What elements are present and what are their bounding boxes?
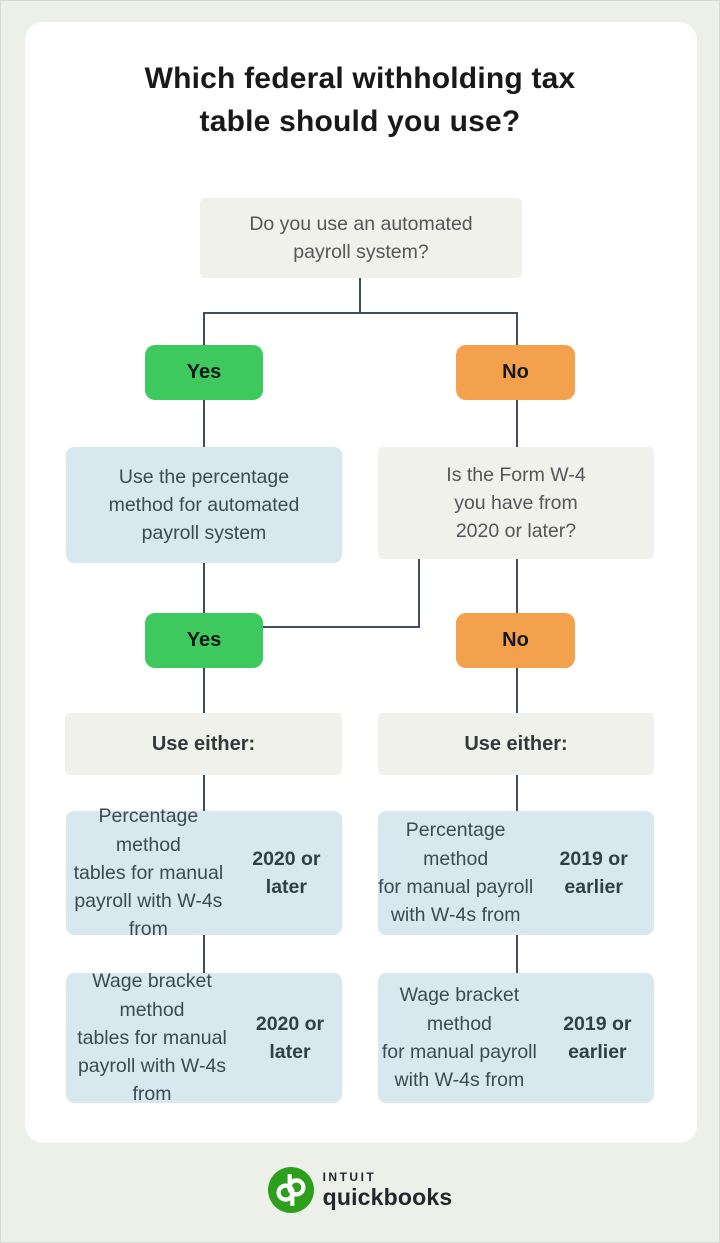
connector-line (516, 775, 518, 812)
connector-line (203, 563, 205, 614)
result-box-percentage-automated: Use the percentage method for automated … (66, 447, 342, 563)
page-title: Which federal withholding tax table shou… (144, 62, 576, 138)
result-text: Percentage method for manual payroll wit… (378, 819, 534, 927)
result-text-bold: 2019 or earlier (559, 847, 628, 898)
connector-line (516, 559, 518, 614)
connector-line (516, 400, 518, 448)
no-badge-w4-2020: No (456, 613, 575, 668)
quickbooks-wordmark: quickbooks (322, 1184, 453, 1210)
no-badge-automated: No (456, 345, 575, 400)
result-box-percentage-2020-later: Percentage method tables for manual payr… (66, 805, 342, 940)
result-box-wage-bracket-2019-earlier: Wage bracket method for manual payroll w… (378, 973, 654, 1103)
connector-line (516, 935, 518, 974)
yes-badge-w4-2020: Yes (145, 613, 263, 668)
intuit-wordmark: INTUIT (322, 1170, 377, 1184)
quickbooks-brand-lockup: INTUIT quickbooks (0, 1160, 720, 1220)
question-box-form-w4-year: Is the Form W-4 you have from 2020 or la… (378, 447, 654, 559)
question-box-automated-payroll: Do you use an automated payroll system? (200, 198, 522, 278)
result-text: Percentage method tables for manual payr… (73, 805, 224, 941)
result-text-bold: 2020 or later (252, 847, 321, 898)
connector-line (203, 935, 205, 974)
connector-line (203, 775, 205, 812)
result-text-bold: 2020 or later (255, 1012, 325, 1063)
quickbooks-logo-icon (267, 1167, 314, 1213)
result-box-wage-bracket-2020-later: Wage bracket method tables for manual pa… (66, 970, 342, 1105)
brand-wordmark: INTUIT quickbooks (323, 1171, 453, 1209)
result-box-percentage-2019-earlier: Percentage method for manual payroll wit… (378, 811, 654, 935)
connector-line (263, 626, 420, 628)
result-text: Wage bracket method tables for manual pa… (77, 970, 227, 1106)
connector-line (203, 312, 518, 314)
result-text-bold: 2019 or earlier (563, 1012, 632, 1063)
connector-line (203, 312, 205, 346)
connector-line (203, 400, 205, 448)
yes-badge-automated: Yes (145, 345, 263, 400)
connector-line (359, 278, 361, 313)
use-either-label-right: Use either: (378, 713, 654, 775)
use-either-label-left: Use either: (65, 713, 342, 775)
connector-line (418, 559, 420, 628)
connector-line (516, 668, 518, 714)
result-text: Wage bracket method for manual payroll w… (381, 984, 537, 1092)
connector-line (203, 668, 205, 714)
connector-line (516, 312, 518, 346)
